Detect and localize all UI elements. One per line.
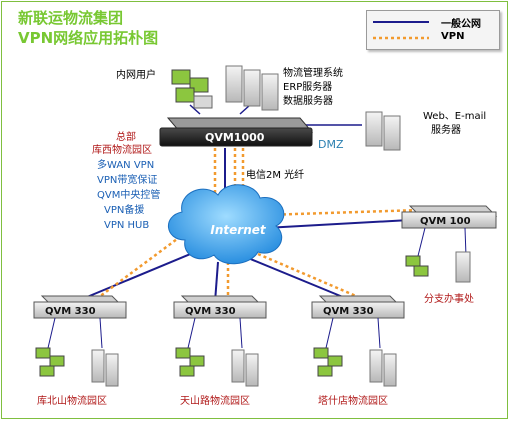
server-label-1: 物流管理系统 (283, 68, 343, 79)
legend-swatches (373, 21, 429, 40)
internet-cloud: Internet (167, 184, 285, 265)
internet-label: Internet (210, 223, 266, 237)
lan-users-label: 内网用户 (116, 70, 156, 81)
vpn-links (94, 148, 421, 304)
uplink-label: 电信2M 光纤 (246, 170, 305, 181)
qvm330-kubeishan-device: QVM 330 (33, 295, 127, 319)
feature-3: QVM中央控管 (97, 190, 161, 201)
feature-5: VPN HUB (104, 220, 150, 231)
qvm330-kubeishan-label: QVM 330 (45, 306, 96, 317)
kubeishan-endpoints (35, 317, 119, 387)
qvm1000-label: QVM1000 (205, 131, 265, 144)
feature-4: VPN备援 (104, 205, 145, 216)
tashidian-name: 塔什店物流园区 (318, 396, 388, 407)
web-server-label-1: Web、E-mail (423, 111, 487, 122)
dmz-server-group (365, 111, 401, 151)
qvm330-tashidian-device: QVM 330 (311, 295, 405, 319)
title-line2: VPN网络应用拓朴图 (18, 29, 159, 47)
feature-1: 多WAN VPN (97, 160, 155, 171)
hq-name-1: 总部 (116, 132, 136, 143)
hq-pc-group (171, 69, 213, 109)
vpn-tashidian (257, 252, 371, 304)
branch-office-name: 分支办事处 (424, 294, 474, 305)
legend-public-label: 一般公网 (441, 19, 481, 30)
web-server-label-2: 服务器 (431, 125, 461, 136)
title-line1: 新联运物流集团 (18, 9, 124, 27)
qvm330-tianshanlu-device: QVM 330 (173, 295, 267, 319)
qvm100-endpoints (405, 227, 471, 283)
tashidian-endpoints (313, 317, 397, 387)
server-label-3: 数据服务器 (283, 96, 333, 107)
qvm100-label: QVM 100 (420, 216, 471, 227)
qvm330-tianshanlu-label: QVM 330 (185, 306, 236, 317)
link-internet-tianshanlu (214, 261, 219, 303)
vpn-kubeishan (94, 220, 201, 302)
kubeishan-name: 库北山物流园区 (37, 396, 107, 407)
server-label-2: ERP服务器 (283, 82, 333, 93)
legend-vpn-label: VPN (441, 31, 465, 42)
link-internet-tashidian (247, 257, 356, 303)
hq-server-group (225, 65, 279, 111)
qvm330-tashidian-label: QVM 330 (323, 306, 374, 317)
dmz-label: DMZ (318, 138, 344, 151)
feature-2: VPN带宽保证 (97, 175, 158, 186)
qvm100-device: QVM 100 (401, 205, 498, 229)
hq-name-2: 库西物流园区 (92, 145, 152, 156)
legend: 一般公网 VPN (366, 10, 500, 50)
vpn-qvm100 (264, 208, 421, 217)
link-internet-qvm100 (264, 219, 411, 229)
qvm1000-device: QVM1000 (159, 117, 314, 147)
link-internet-kubeishan (74, 249, 201, 303)
tianshanlu-name: 天山路物流园区 (180, 396, 250, 407)
tianshanlu-endpoints (175, 317, 259, 387)
